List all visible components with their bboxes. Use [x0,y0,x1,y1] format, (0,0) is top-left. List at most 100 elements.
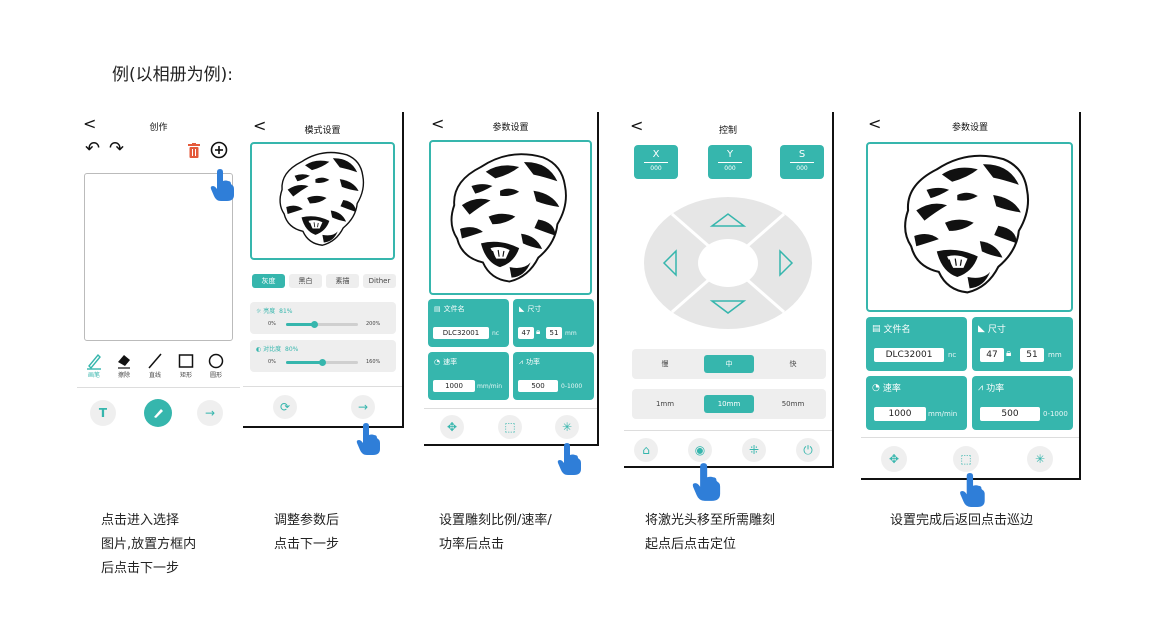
pointer-hand-icon [557,443,581,475]
tool-circle[interactable]: 圆形 [204,352,228,379]
contrast-knob[interactable] [318,359,326,366]
width-input[interactable]: 47 [518,327,534,339]
drawing-canvas[interactable] [84,173,233,341]
tool-label: 矩形 [179,372,192,379]
power-input[interactable]: 500 [980,407,1040,421]
mode-dither[interactable]: Dither [363,274,396,288]
speed-medium[interactable]: 中 [704,355,754,373]
direction-pad[interactable] [642,196,814,330]
step-50mm[interactable]: 50mm [781,400,805,408]
tool-rectangle[interactable]: 矩形 [174,352,198,379]
line-icon [148,353,162,369]
move-button[interactable]: ✥ [440,415,464,439]
back-button[interactable]: < [83,114,97,133]
arrow-down-icon [709,300,747,314]
frame-button[interactable]: ⬚ [953,446,979,472]
speed-input[interactable]: 1000 [874,407,926,421]
size-unit: mm [1048,351,1062,359]
speed-selector: 慢 中 快 [632,349,826,379]
brightness-slider[interactable] [286,321,358,328]
redo-icon[interactable]: ↷ [109,138,125,159]
axis-y-box: Y 000 [708,145,752,179]
center-icon[interactable]: ⁜ [742,438,766,462]
step-1mm[interactable]: 1mm [655,400,675,408]
lock-icon[interactable]: 🔒︎ [536,327,541,336]
size-icon: ◣ 尺寸 [978,323,1006,336]
brightness-panel: ☼ 亮度 81% 0% 200% [250,302,396,334]
screen-header: 参数设置 [492,123,529,133]
eraser-icon [118,355,130,369]
speed-unit: mm/min [477,383,503,390]
speed-input[interactable]: 1000 [433,380,475,392]
power-icon: ⩘ 功率 [978,382,1005,395]
speed-box: ◔ 速率 1000 mm/min [866,376,967,430]
speed-icon: ◔ 速率 [872,382,901,395]
lock-icon[interactable]: 🔒︎ [1006,348,1012,359]
caption-step-1: 点击进入选择 图片,放置方框内 后点击下一步 [101,513,197,576]
image-preview [250,142,395,260]
tool-label: 圆形 [209,372,222,379]
pointer-hand-icon [356,423,380,455]
filename-input[interactable]: DLC32001 [433,327,489,339]
speed-slow[interactable]: 慢 [661,360,669,368]
divider [77,387,240,388]
add-image-icon[interactable] [210,141,228,159]
size-box: ◣ 尺寸 47 🔒︎ 51 mm [972,317,1073,371]
engrave-button[interactable]: ✳ [1027,446,1053,472]
power-input[interactable]: 500 [518,380,558,392]
power-range: 0-1000 [1043,410,1068,418]
mode-sketch[interactable]: 素描 [326,274,359,288]
height-input[interactable]: 51 [546,327,562,339]
axis-x-label: X [652,149,660,160]
caption-step-3: 设置雕刻比例/速率/ 功率后点击 [439,513,552,552]
back-button[interactable]: < [868,114,882,133]
size-unit: mm [565,330,577,337]
back-button[interactable]: < [253,116,267,135]
locate-pin-icon[interactable]: ◉ [688,438,712,462]
move-button[interactable]: ✥ [881,446,907,472]
brush-button[interactable] [144,399,172,427]
rectangle-icon [178,354,194,368]
back-button[interactable]: < [630,116,644,135]
height-input[interactable]: 51 [1020,348,1044,362]
contrast-slider[interactable] [286,359,358,366]
tool-line[interactable]: 直线 [143,352,167,379]
tool-pen[interactable]: 画笔 [82,352,106,379]
contrast-label: ◐ 对比度 80% [256,346,299,353]
image-preview [866,142,1073,312]
home-icon[interactable]: ⌂ [634,438,658,462]
filename-ext: nc [492,330,500,337]
arrow-left-icon [662,249,677,277]
trash-icon[interactable] [188,143,200,158]
text-tool-button[interactable]: T [90,400,116,426]
back-button[interactable]: < [431,114,445,133]
power-icon[interactable]: ⏻ [796,438,820,462]
divider [243,386,402,387]
contrast-panel: ◐ 对比度 80% 0% 160% [250,340,396,372]
frame-button[interactable]: ⬚ [498,415,522,439]
mode-grayscale[interactable]: 灰度 [252,274,285,288]
tool-eraser[interactable]: 擦除 [112,352,136,379]
phone-params-screen: < 参数设置 ▤ 文件名 DLC32001 nc ◣ 尺寸 47 🔒︎ 51 m… [424,112,599,446]
reset-button[interactable]: ⟳ [273,395,297,419]
brightness-knob[interactable] [311,321,319,328]
arrow-up-icon [709,213,747,227]
screen-header: 创作 [149,123,168,133]
circle-icon [208,353,224,369]
filename-box: ▤ 文件名 DLC32001 nc [428,299,509,347]
next-button[interactable]: → [351,395,375,419]
undo-icon[interactable]: ↶ [85,138,101,159]
filename-input[interactable]: DLC32001 [874,348,944,362]
brightness-min: 0% [268,321,276,327]
filename-ext: nc [948,351,957,359]
step-10mm[interactable]: 10mm [704,395,754,413]
width-input[interactable]: 47 [980,348,1004,362]
mode-bw[interactable]: 黑白 [289,274,322,288]
contrast-max: 160% [366,359,381,365]
next-button[interactable]: → [197,400,223,426]
brush-icon [154,409,163,418]
engrave-button[interactable]: ✳ [555,415,579,439]
image-preview [429,140,592,295]
speed-fast[interactable]: 快 [789,360,797,368]
axis-y-value: 000 [724,165,736,172]
